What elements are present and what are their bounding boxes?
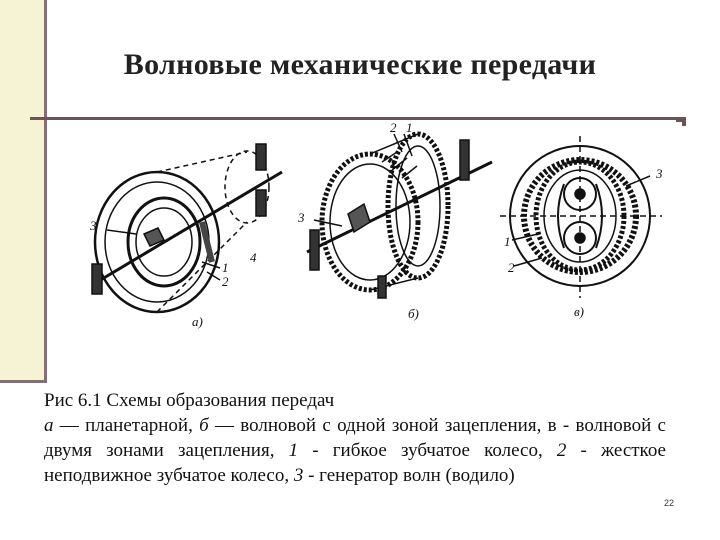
caption-a-text: — планетарной, xyxy=(53,415,200,436)
caption-num-1: 1 xyxy=(288,440,299,461)
label-a-2: 2 xyxy=(222,274,229,289)
caption-body: а — планетарной, б — волновой с одной зо… xyxy=(44,413,666,488)
label-a-3: 3 xyxy=(89,218,97,233)
label-c-3: 3 xyxy=(655,166,663,181)
title-divider-end xyxy=(676,117,686,126)
caption-c: в) xyxy=(574,304,584,319)
caption-num-2: 2 xyxy=(556,440,567,461)
caption-text-1: - гибкое зубчатое колесо, xyxy=(298,440,557,461)
label-c-1: 1 xyxy=(504,234,511,249)
slide-title: Волновые механические передачи xyxy=(123,48,597,81)
caption-text-2: - жесткое неподвижное зубчатое колесо, xyxy=(44,440,666,486)
caption-b: б) xyxy=(408,306,419,321)
caption-text-3: - генератор волн (водило) xyxy=(303,465,515,486)
caption-a: а) xyxy=(192,314,203,329)
figure-gear-schemes: 3 4 1 2 а) 2 1 3 б) 1 3 2 в) xyxy=(52,120,682,334)
page-number: 22 xyxy=(664,498,675,508)
caption-heading: Рис 6.1 Схемы образования передач xyxy=(44,390,335,411)
label-b-3: 3 xyxy=(297,210,305,225)
label-a-1: 1 xyxy=(222,260,229,275)
caption-b-letter: б xyxy=(199,415,209,436)
label-c-2: 2 xyxy=(508,260,515,275)
label-b-2: 2 xyxy=(390,122,397,135)
left-accent-bar xyxy=(0,0,47,380)
figure-drawing: 3 4 1 2 а) 2 1 3 б) 1 3 2 в) xyxy=(89,120,663,329)
label-a-4: 4 xyxy=(250,250,257,265)
caption-a-letter: а xyxy=(44,415,54,436)
title-divider xyxy=(30,117,685,120)
left-bar-bottom-rule xyxy=(0,380,47,383)
scheme-b-drawing xyxy=(306,131,493,299)
scheme-c-drawing xyxy=(500,136,662,298)
scheme-a-drawing xyxy=(91,143,283,314)
caption-num-3: 3 xyxy=(293,465,304,486)
figure-caption: Рис 6.1 Схемы образования передач а — пл… xyxy=(44,388,666,488)
caption-b-text: — волновой с одной зоной зацепления, в -… xyxy=(44,415,666,461)
label-b-1: 1 xyxy=(406,122,413,135)
